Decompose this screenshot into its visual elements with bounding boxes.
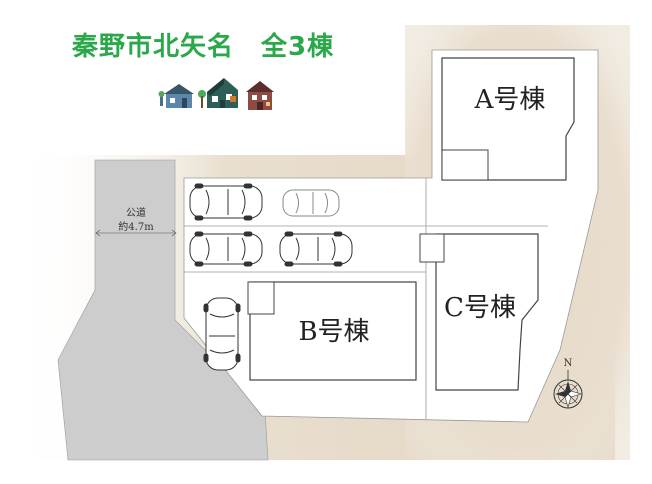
- road-width-label: 約4.7m: [118, 220, 154, 233]
- lot-division-lines: [184, 178, 548, 419]
- building-b: B号棟: [247, 281, 417, 381]
- car: [279, 231, 353, 267]
- building-a-label: A号棟: [474, 85, 546, 115]
- house-icon-blue: [158, 84, 194, 108]
- car: [282, 189, 340, 217]
- building-b-label: B号棟: [298, 317, 369, 347]
- building-c: C号棟: [419, 233, 539, 391]
- building-a: A号棟: [441, 57, 575, 181]
- building-c-label: C号棟: [444, 293, 516, 323]
- car: [203, 297, 241, 371]
- road-label: 公道: [126, 206, 146, 219]
- compass-icon: N: [553, 358, 583, 409]
- page-title: 秦野市北矢名 全3棟: [72, 32, 335, 62]
- house-icons: [158, 78, 274, 110]
- public-road: [57, 159, 269, 461]
- house-icon-red: [246, 81, 274, 110]
- car: [189, 231, 263, 267]
- road-width-dimension: 公道 約4.7m: [95, 206, 177, 237]
- car: [189, 183, 263, 221]
- house-icon-green: [198, 78, 238, 108]
- parking-cars: [189, 183, 353, 371]
- north-label: N: [564, 358, 573, 369]
